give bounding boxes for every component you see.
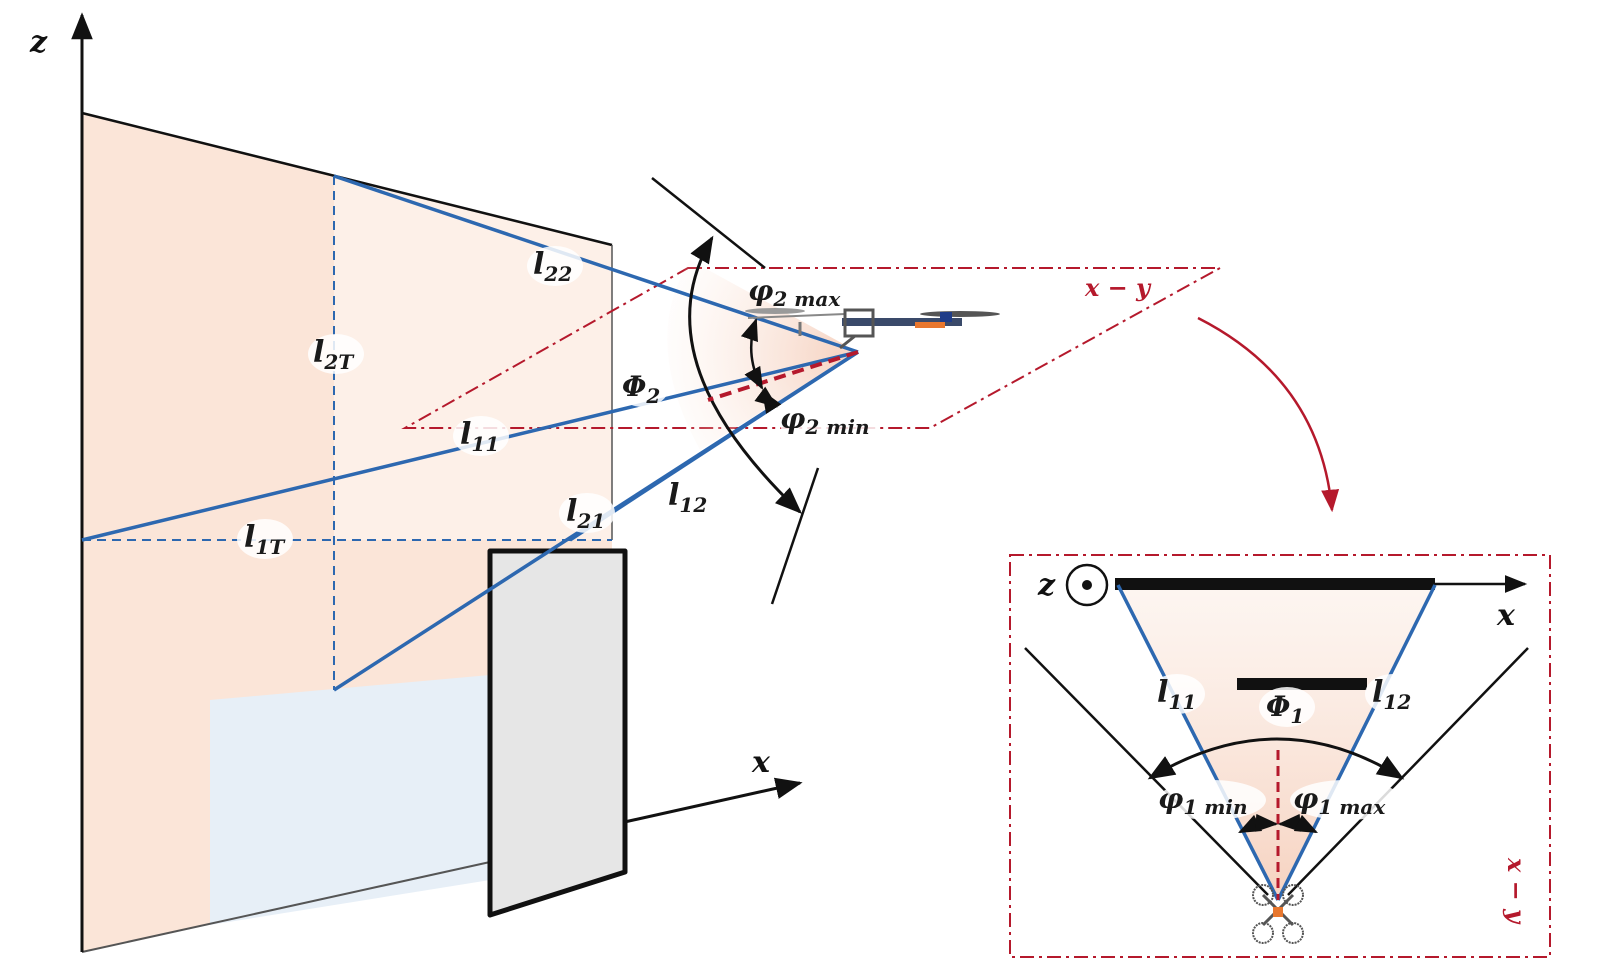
fov-upper-boundary [651,177,766,269]
inset-top-view: x z l11 [1009,554,1551,958]
inset-x-label: x [1496,598,1516,633]
inset-plane-label: x − y [1502,857,1531,925]
inset-label-phi1: Φ1 [1259,687,1315,728]
inset-wall [1115,578,1435,590]
axes-3d: z x [29,12,803,952]
svg-text:φ2 max: φ2 max [748,274,841,311]
label-l11: l11 [453,416,509,456]
svg-text:φ2 min: φ2 min [780,402,870,439]
fov-vertical-annotations [651,177,859,605]
label-l22: l22 [527,246,583,286]
svg-text:l22: l22 [533,247,572,286]
phi1min-arc-arrow [1237,813,1279,834]
svg-text:φ1 max: φ1 max [1293,782,1386,819]
inset-obstacle [1237,678,1367,690]
svg-text:l12: l12 [668,478,707,517]
label-phi2min: φ2 min [780,402,880,446]
phi1-arc-arrow [1147,737,1405,780]
inset-frame [1009,554,1551,958]
inset-fov-left-boundary [1024,647,1269,896]
inset-z-label: z [1037,568,1056,603]
svg-text:Φ2: Φ2 [622,370,660,408]
xy-plane: x − y [401,267,1221,429]
xy-plane-label: x − y [1084,273,1152,302]
label-phi2max: φ2 max [748,274,841,311]
floor-region [210,675,490,925]
svg-text:l1T: l1T [244,520,286,559]
wall-bottom-edge [81,861,491,953]
phi2min-arc-arrow [754,386,782,414]
svg-text:l11: l11 [460,417,499,456]
inset-fov-sector [1118,585,1435,900]
wall-plane-light-region [334,176,612,540]
svg-text:l11: l11 [1157,675,1196,714]
svg-text:l21: l21 [566,494,605,533]
inset-label-l11: l11 [1149,674,1205,714]
label-l21: l21 [559,493,615,533]
inset-label-l12: l12 [1365,674,1421,714]
inset-cable-l11 [1116,584,1280,901]
inset-cable-l12 [1276,584,1437,901]
drone-side-view-icon [745,308,1000,350]
projection-lines [82,176,612,690]
svg-text:l2T: l2T [313,335,355,374]
fov-lower-boundary [770,467,820,605]
inset-label-phi1min: φ1 min [1158,780,1266,820]
drone-top-view-icon [1252,884,1304,944]
label-l12: l12 [661,477,717,517]
inset-fov-right-boundary [1287,647,1529,896]
label-l1T: l1T [237,519,293,559]
label-l2T: l2T [308,334,364,374]
horizontal-reference-dashed [707,350,859,402]
label-phi2: Φ2 [617,367,669,408]
inset-label-phi1max: φ1 max [1290,780,1402,820]
x-axis-label: x [751,745,771,780]
phi2-arc-arrow [688,235,802,514]
svg-text:φ1 min: φ1 min [1158,782,1248,819]
svg-text:Φ1: Φ1 [1266,690,1304,728]
phi1max-arc-arrow [1277,813,1319,834]
phi2max-arc-arrow [740,317,764,390]
transition-arrow [1197,316,1340,513]
obstacle-block [487,548,628,918]
x-axis [619,777,803,825]
z-axis-label: z [29,25,48,60]
svg-text:l12: l12 [1372,675,1411,714]
xy-plane-outline [401,267,1221,429]
